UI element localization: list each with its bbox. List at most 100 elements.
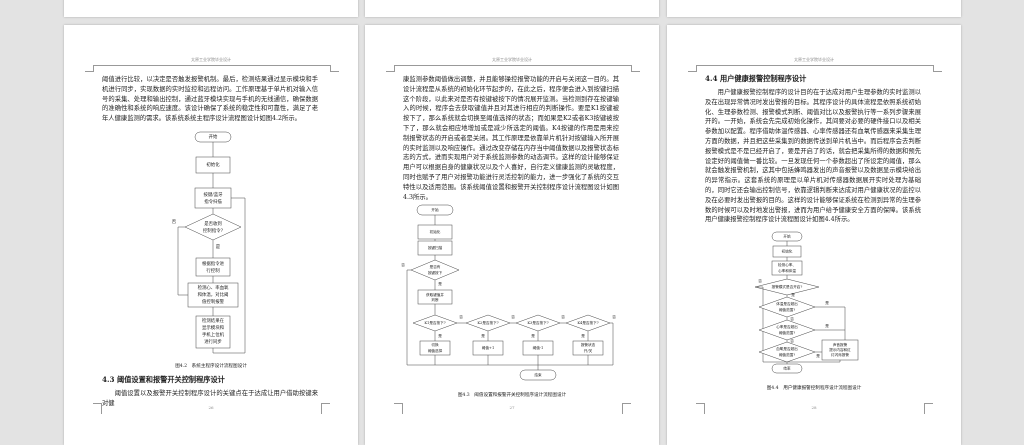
flow-label: 切换 bbox=[431, 342, 439, 347]
flow-label: K2是否按下? bbox=[477, 320, 498, 325]
section-heading: 4.4 用户健康报警控制程序设计 bbox=[705, 74, 807, 83]
flow-label: 初始化 bbox=[206, 161, 220, 168]
flow-label: 否 bbox=[758, 279, 762, 283]
running-header: 太原工业学院毕业设计 bbox=[794, 57, 834, 62]
flow-label: 获取键值并 bbox=[426, 292, 444, 297]
flow-decision bbox=[184, 213, 242, 241]
flow-label: 按键按下 bbox=[428, 270, 443, 275]
flow-label: 报警状态 bbox=[581, 342, 596, 347]
flow-label: 是 bbox=[481, 333, 485, 338]
flow-connector bbox=[787, 360, 841, 363]
flow-label: 是 bbox=[531, 333, 535, 338]
flow-label: 和体温，对比阈 bbox=[198, 291, 229, 298]
figure-caption: 图4.2 系统主程序设计流程图设计 bbox=[175, 364, 247, 369]
flow-label: 是 bbox=[816, 353, 820, 358]
flow-label: 检测心、率血氧 bbox=[198, 284, 229, 291]
flow-label: 血氧是否超出 bbox=[776, 346, 798, 351]
previous-page-2 bbox=[365, 0, 659, 17]
flow-label: 检测结果在 bbox=[202, 317, 225, 324]
flow-label: 按键/蓝牙 bbox=[203, 191, 223, 198]
flow-label: 阈值范围? bbox=[779, 330, 795, 335]
flow-label: 否 bbox=[790, 339, 794, 343]
flow-label: 声音报警 bbox=[833, 342, 848, 347]
flow-connector bbox=[762, 287, 787, 363]
flow-connector bbox=[815, 306, 846, 340]
body-paragraph: 阈值进行比较，以决定是否触发报警机制。最后，检测结果通过显示模块和手机进行同步，… bbox=[102, 76, 318, 123]
flow-label: 控制指令? bbox=[203, 227, 224, 234]
flow-hr bbox=[758, 319, 816, 341]
flow-label: 开/关 bbox=[584, 348, 593, 353]
figure-caption: 图4.4 用户健康报警控制程序设计流程图设计 bbox=[766, 386, 862, 391]
flow-label: K3是否按下? bbox=[527, 320, 548, 325]
previous-page-3 bbox=[667, 0, 961, 17]
flow-label: 是 bbox=[438, 333, 442, 338]
footer-mark bbox=[321, 403, 330, 414]
flow-label: 阈值范围? bbox=[779, 352, 795, 357]
flow-label: 值控制报警 bbox=[202, 298, 225, 305]
running-header: 太原工业学院毕业设计 bbox=[492, 57, 532, 62]
flow-label: 进行同步 bbox=[204, 338, 222, 345]
flow-label: 结束 bbox=[783, 366, 791, 371]
flow-sync bbox=[195, 315, 231, 349]
flow-label: 否 bbox=[511, 315, 515, 319]
flow-label: 否 bbox=[172, 219, 177, 225]
page-26: 太原工业学院毕业设计 阈值进行比较，以决定是否触发报警机制。最后，检测结果通过显… bbox=[64, 25, 358, 445]
flow-label: 初始化 bbox=[782, 249, 793, 254]
section-heading: 4.3 阈值设置和报警开关控制程序设计 bbox=[102, 375, 225, 384]
flow-label: 阈值选择 bbox=[428, 348, 443, 353]
flow-label: 手机上位机 bbox=[202, 331, 225, 338]
flow-decision bbox=[410, 259, 460, 281]
flowchart-health-alarm: 开始 初始化 检测心率、心率和体温 报警模式是否开启? 否 是 体温是否超出阈值… bbox=[754, 231, 859, 374]
flow-label: K4是否按下? bbox=[577, 320, 598, 325]
flow-label: 开始 bbox=[431, 207, 439, 212]
flow-spo2 bbox=[758, 341, 816, 363]
flow-label: 体温是否超出 bbox=[776, 301, 798, 306]
flow-label: 结束 bbox=[534, 372, 542, 377]
flow-end bbox=[771, 363, 803, 374]
flow-label: 报警模式是否开启? bbox=[772, 284, 803, 289]
flow-label: 阈值+1 bbox=[482, 345, 495, 350]
footer-mark bbox=[924, 403, 933, 414]
footer-mark bbox=[696, 403, 705, 414]
body-paragraph: 阈值设置以及报警开关控制程序设计的关键点在于达成让用户借助按键来对健 bbox=[102, 390, 318, 407]
footer-mark bbox=[622, 403, 631, 414]
flow-connector bbox=[177, 226, 188, 296]
page-number: 27 bbox=[509, 405, 515, 410]
flow-label: 检测心率、 bbox=[778, 262, 796, 267]
flow-label: 开始 bbox=[783, 234, 791, 239]
previous-page-1 bbox=[64, 0, 358, 17]
flow-label: 是 bbox=[825, 323, 829, 328]
page-28: 太原工业学院毕业设计 4.4 用户健康报警控制程序设计 用户健康报警控制程序的设… bbox=[667, 25, 961, 445]
flow-detect bbox=[187, 282, 239, 308]
flow-label: 否 bbox=[401, 263, 405, 267]
flow-label: 否 bbox=[459, 315, 463, 319]
header-rule bbox=[85, 65, 339, 72]
footer-mark bbox=[394, 403, 403, 414]
flow-label: 是 bbox=[438, 281, 442, 286]
flow-label: 否 bbox=[612, 315, 616, 319]
flow-scan bbox=[194, 187, 232, 209]
flow-label: 是 bbox=[216, 244, 221, 250]
flow-label: 是 bbox=[791, 292, 795, 297]
flow-label: 阈值范围? bbox=[779, 307, 795, 312]
flow-label: 是 bbox=[825, 300, 829, 305]
flow-connector bbox=[406, 269, 613, 366]
flow-label: 根据指令进 bbox=[202, 260, 225, 267]
flow-label: 提示内容和红 bbox=[829, 347, 851, 352]
page-27: 太原工业学院毕业设计 康监测参数阈值做出调整，并且能够操控报警功能的开启与关闭这… bbox=[365, 25, 659, 445]
figure-caption: 图4.3 阈值设置和报警开关控制程序设计流程图设计 bbox=[457, 393, 567, 398]
flow-label: 按键扫描 bbox=[428, 245, 443, 250]
flow-label: 是 bbox=[581, 333, 585, 338]
flow-label: 指令扫描 bbox=[204, 198, 222, 205]
flow-label: 是否有 bbox=[430, 264, 441, 269]
flow-label: 心率是否超出 bbox=[776, 324, 798, 329]
flow-label: 否 bbox=[790, 317, 794, 321]
body-paragraph: 用户健康报警控制程序的设计目的在于达成对用户生理参数的实时监测以及在出现异常情况… bbox=[705, 89, 921, 224]
flow-label: 行控制 bbox=[206, 267, 220, 274]
flow-label: K1是否按下? bbox=[424, 320, 445, 325]
flow-label: 判断 bbox=[431, 297, 439, 302]
flow-label: 灯闪烁报警 bbox=[831, 352, 849, 357]
flow-label: 阈值-1 bbox=[533, 345, 544, 350]
flow-connector bbox=[212, 197, 246, 354]
